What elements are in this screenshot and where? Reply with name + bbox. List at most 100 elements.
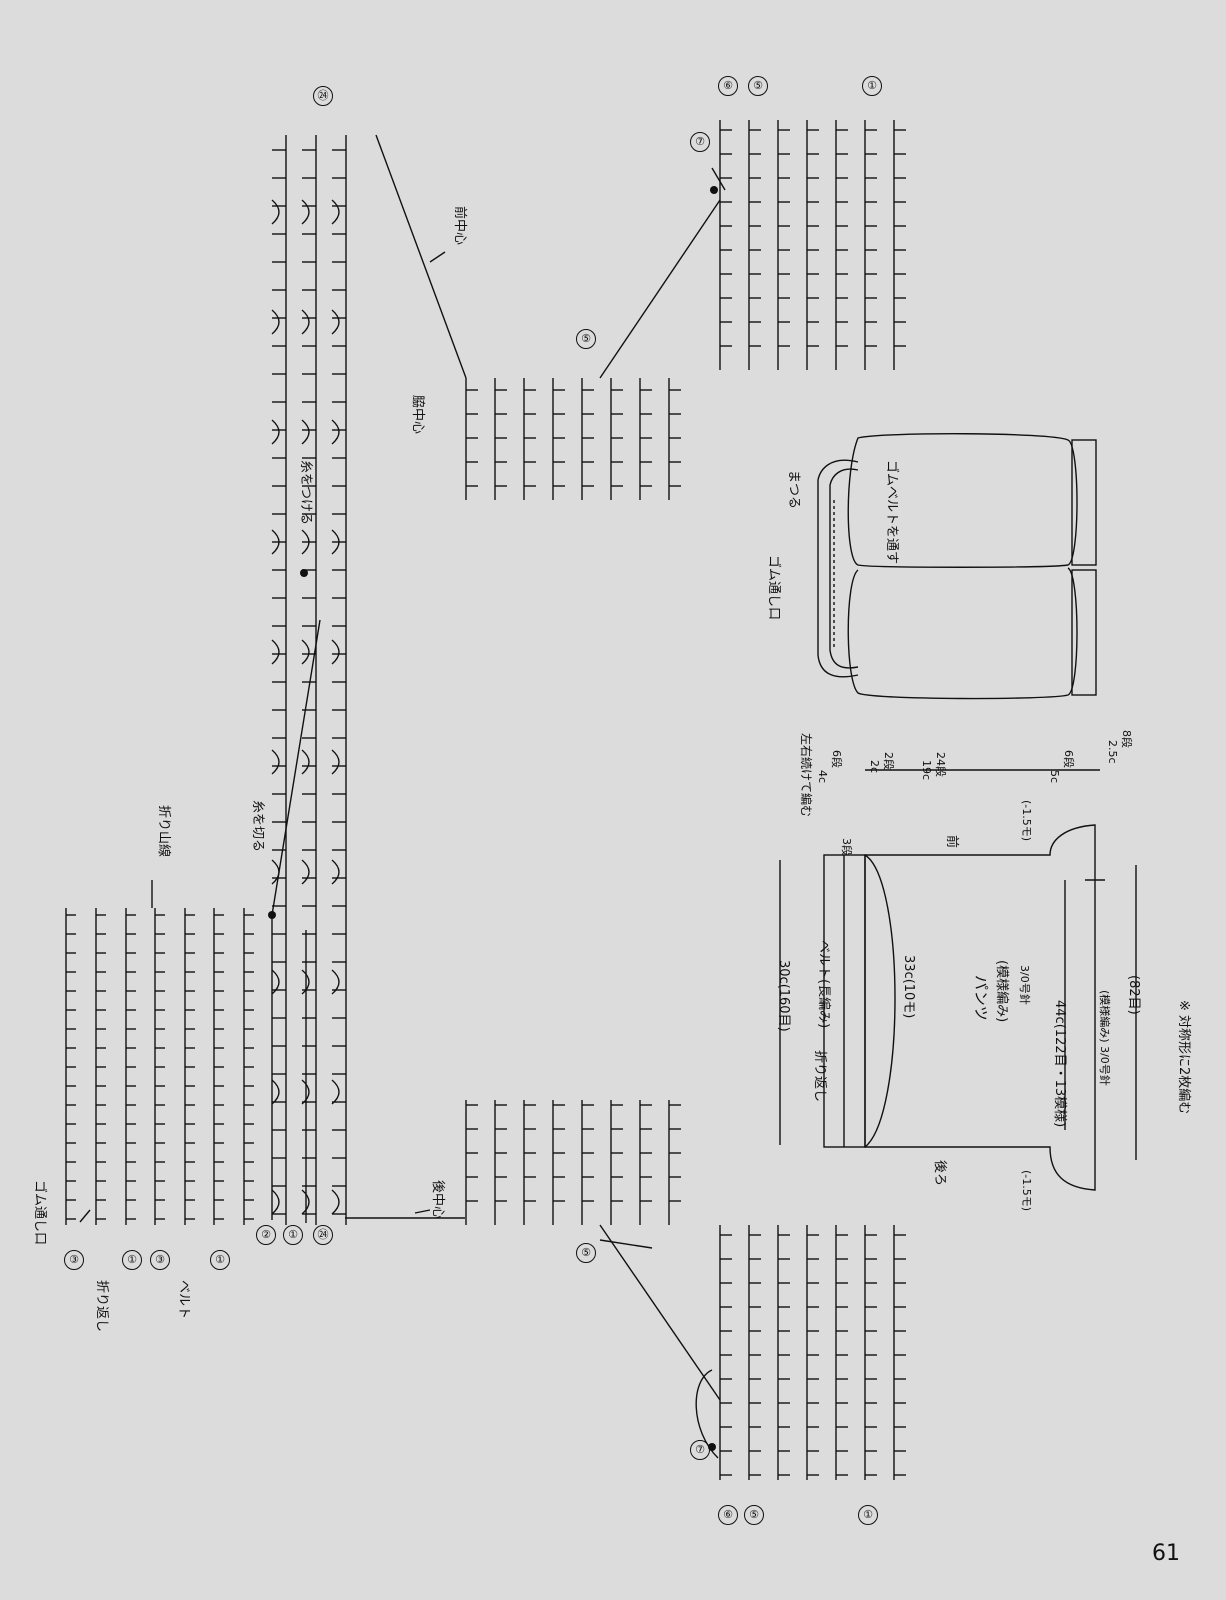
ushiro-chuushin-label: 後中心 bbox=[430, 1180, 445, 1220]
shell-stitch bbox=[271, 309, 280, 335]
yarn-dot bbox=[300, 569, 308, 577]
dim-4c-rows: 6段 bbox=[830, 750, 843, 768]
schematic-belt-pattern: (模様編み) 3/0号針 bbox=[1098, 990, 1111, 1086]
shell-stitch bbox=[301, 1189, 310, 1215]
row-marker-1-upper: ① bbox=[862, 76, 882, 96]
dim-25c: 2.5c bbox=[1106, 740, 1119, 764]
row-marker-1b: ① bbox=[210, 1250, 230, 1270]
row-marker-24-top: ㉔ bbox=[313, 86, 333, 106]
row-marker-24: ㉔ bbox=[313, 1225, 333, 1245]
row-marker-3b: ③ bbox=[150, 1250, 170, 1270]
row-marker-1: ① bbox=[122, 1250, 142, 1270]
schematic-stitches: (82目) bbox=[1126, 975, 1141, 1015]
dim-2c-rows: 2段 bbox=[882, 752, 895, 770]
shell-stitch bbox=[301, 529, 310, 555]
shell-stitch bbox=[331, 749, 340, 775]
schematic-3dan: 3段 bbox=[840, 838, 853, 856]
dim-5c: 5c bbox=[1048, 770, 1061, 784]
mae-chuushin-label: 前中心 bbox=[452, 206, 467, 246]
schematic-height: 33c(10モ) bbox=[901, 955, 916, 1019]
schematic-sayuu: 左右続けて編む bbox=[799, 733, 813, 818]
shell-stitch bbox=[331, 419, 340, 445]
shell-stitch bbox=[301, 859, 310, 885]
yarn-dot bbox=[268, 911, 276, 919]
shell-stitch bbox=[331, 969, 340, 995]
shell-stitch bbox=[301, 749, 310, 775]
dim-5c-rows: 6段 bbox=[1062, 750, 1075, 768]
shell-stitch bbox=[331, 1189, 340, 1215]
orikaeshi-label: 折り返し bbox=[94, 1280, 109, 1333]
row-marker-1c: ① bbox=[283, 1225, 303, 1245]
schematic-front: 前 bbox=[944, 835, 959, 849]
row-marker-1-lower: ① bbox=[858, 1505, 878, 1525]
shell-stitch bbox=[271, 199, 280, 225]
schematic-width: 44c(122目・13模様) bbox=[1052, 1000, 1067, 1128]
ito-kiru-label: 糸を切る bbox=[250, 800, 265, 853]
matsuru-label: まつる bbox=[786, 470, 801, 510]
gomu-tooshi-label: ゴム通し口 bbox=[32, 1180, 47, 1246]
waki-chuushin-label: 脇中心 bbox=[410, 395, 425, 435]
shell-stitch bbox=[271, 1079, 280, 1105]
leg-shaping bbox=[599, 1224, 721, 1401]
row-marker-5-lower2: ⑤ bbox=[744, 1505, 764, 1525]
shell-stitch bbox=[331, 1079, 340, 1105]
row-marker-2: ② bbox=[256, 1225, 276, 1245]
shell-stitch bbox=[301, 1079, 310, 1105]
row-marker-5-upper2: ⑤ bbox=[748, 76, 768, 96]
schematic-pattern: (模様編み) bbox=[994, 960, 1009, 1023]
schematic-belt: ベルト(長編み) bbox=[816, 940, 831, 1029]
main-band bbox=[271, 135, 347, 1225]
shell-stitch bbox=[301, 199, 310, 225]
schematic-note: ※ 対称形に2枚編む bbox=[1176, 1000, 1191, 1115]
row-marker-6-lower: ⑥ bbox=[718, 1505, 738, 1525]
schematic-back: 後ろ bbox=[932, 1160, 947, 1187]
belt-label: ベルト bbox=[176, 1280, 191, 1320]
assembly-illustration bbox=[817, 433, 1097, 700]
schematic-belt-total: 30c(160目) bbox=[776, 960, 791, 1032]
shell-stitch bbox=[301, 419, 310, 445]
gomu-belt-label: ゴムベルトを通す bbox=[884, 460, 899, 565]
shell-stitch bbox=[331, 309, 340, 335]
shell-stitch bbox=[331, 859, 340, 885]
schematic-minus-back: (-1.5モ) bbox=[1020, 1170, 1033, 1212]
shell-stitch bbox=[301, 309, 310, 335]
dim-4c: 4c bbox=[816, 770, 829, 784]
shell-stitch bbox=[301, 969, 310, 995]
row-marker-7-lower: ⑦ bbox=[690, 1440, 710, 1460]
schematic-needle: 3/0号針 bbox=[1018, 965, 1031, 1005]
dim-19c-rows: 24段 bbox=[934, 752, 947, 777]
row-marker-3: ③ bbox=[64, 1250, 84, 1270]
shell-stitch bbox=[271, 639, 280, 665]
front-leg bbox=[465, 120, 906, 500]
yarn-dot bbox=[710, 186, 718, 194]
assembly-gomu-label: ゴム通し口 bbox=[766, 555, 781, 621]
row-marker-5-lower: ⑤ bbox=[576, 1243, 596, 1263]
back-leg bbox=[465, 1100, 906, 1480]
shell-stitch bbox=[271, 529, 280, 555]
leg-shaping bbox=[599, 199, 721, 379]
front-diagonal bbox=[375, 134, 467, 379]
oriyama-label: 折り山線 bbox=[156, 805, 171, 858]
shell-stitch bbox=[331, 639, 340, 665]
ito-tsukeru-label: 糸をつける bbox=[298, 460, 313, 526]
row-marker-5-upper: ⑤ bbox=[576, 329, 596, 349]
shell-stitch bbox=[331, 199, 340, 225]
row-marker-6-upper: ⑥ bbox=[718, 76, 738, 96]
dim-2c: 2c bbox=[868, 760, 881, 774]
shell-stitch bbox=[271, 749, 280, 775]
shell-stitch bbox=[271, 969, 280, 995]
row-marker-7-upper: ⑦ bbox=[690, 132, 710, 152]
shell-stitch bbox=[271, 1189, 280, 1215]
page-number: 61 bbox=[1152, 1541, 1180, 1566]
dim-19c: 19c bbox=[920, 760, 933, 781]
schematic-title: パンツ bbox=[972, 975, 990, 1021]
shell-stitch bbox=[271, 419, 280, 445]
dim-25c-rows: 8段 bbox=[1120, 730, 1133, 748]
pants-schematic bbox=[779, 769, 1137, 1191]
shell-stitch bbox=[331, 529, 340, 555]
schematic-orikaeshi: 折り返し bbox=[812, 1050, 827, 1103]
shell-stitch bbox=[301, 639, 310, 665]
belt-rows bbox=[65, 908, 254, 1225]
yarn-dot bbox=[708, 1443, 716, 1451]
